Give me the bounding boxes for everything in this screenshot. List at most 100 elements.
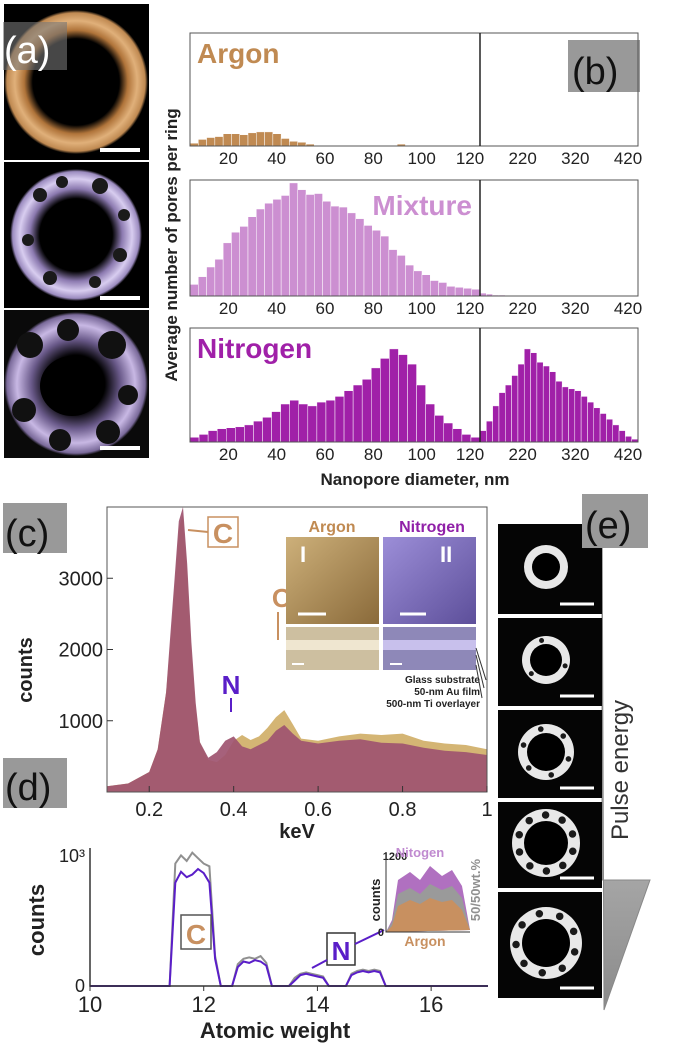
histogram-bar xyxy=(189,437,200,443)
pore xyxy=(548,772,555,778)
histogram-bar xyxy=(231,231,240,297)
pore xyxy=(515,848,524,856)
histogram-bar xyxy=(618,430,626,443)
series-label-nitrogen: Nitrogen xyxy=(197,333,312,364)
histogram-bar xyxy=(625,436,632,443)
ring-sequence xyxy=(498,524,602,998)
histogram-bar xyxy=(272,199,282,297)
pore xyxy=(518,921,526,929)
x-tick-label: 0.4 xyxy=(220,799,248,821)
pore xyxy=(528,671,534,677)
histogram-bar xyxy=(549,371,557,443)
histogram-bar xyxy=(207,430,218,443)
pore xyxy=(555,912,564,921)
histogram-bar xyxy=(388,249,398,297)
histogram-bar xyxy=(330,205,340,297)
series-label-mixture: Mixture xyxy=(372,190,472,221)
histogram-bar xyxy=(454,287,464,297)
histogram-bar xyxy=(561,386,569,443)
histogram-bar xyxy=(322,201,332,297)
histogram-bar xyxy=(471,288,481,297)
histogram-bar xyxy=(542,365,550,443)
histogram-bar xyxy=(247,216,257,297)
histogram-bar xyxy=(479,430,487,443)
histogram-bar xyxy=(334,396,345,443)
histogram-bar xyxy=(244,424,254,443)
histogram-bar xyxy=(262,417,272,443)
pore xyxy=(568,830,577,838)
histogram-bar xyxy=(216,428,227,443)
ring-mixture xyxy=(10,169,142,301)
histogram-bar xyxy=(325,399,336,443)
histogram-bar xyxy=(555,380,563,443)
pore xyxy=(558,964,567,972)
histogram-frame xyxy=(189,179,639,297)
histogram-bar xyxy=(247,132,257,147)
x-tick-label: 100 xyxy=(407,299,435,318)
histogram-frame xyxy=(189,32,639,147)
histogram-bar xyxy=(264,202,274,297)
histogram-bar xyxy=(352,384,363,443)
histogram-bar xyxy=(297,189,307,297)
histogram-bar xyxy=(239,134,249,147)
x-tick-label: 60 xyxy=(316,445,335,464)
histogram-bar xyxy=(198,276,207,297)
pore xyxy=(559,861,567,870)
histogram-bar xyxy=(434,415,444,443)
y-tick-label-top: 10³ xyxy=(59,846,85,866)
x-tick-label: 12 xyxy=(191,992,215,1017)
x-tick-label: 1 xyxy=(481,799,492,821)
histogram-bar xyxy=(396,255,406,297)
layer-label-0: Glass substrate xyxy=(405,675,480,686)
histogram-bar xyxy=(307,405,318,443)
peak-arrow-c xyxy=(187,529,209,533)
x-tick-label: 120 xyxy=(456,445,484,464)
x-axis-label-c: keV xyxy=(279,821,315,843)
y-tick-label: 2000 xyxy=(59,640,104,662)
histogram-bar xyxy=(407,363,417,443)
histogram-bar xyxy=(470,437,481,443)
x-tick-label: 320 xyxy=(561,299,589,318)
x-tick-label: 60 xyxy=(316,299,335,318)
peak-label-n: N xyxy=(222,670,241,700)
histogram-bar xyxy=(338,206,348,297)
histogram-bar xyxy=(593,407,601,443)
histogram-bar xyxy=(343,390,354,443)
x-tick-label: 40 xyxy=(267,299,286,318)
x-axis-label-b: Nanopore diameter, nm xyxy=(321,470,510,489)
x-tick-label: 10 xyxy=(78,992,102,1017)
pore xyxy=(537,726,544,732)
histogram-bar xyxy=(580,396,588,443)
histogram-bar xyxy=(271,411,281,443)
inset-label-nitogen: Nitogen xyxy=(396,845,444,860)
histogram-bar xyxy=(505,384,512,443)
pulse-energy-label: Pulse energy xyxy=(607,700,634,840)
ring-hole xyxy=(530,644,562,676)
pore xyxy=(526,862,534,870)
pore xyxy=(525,816,533,825)
panel-label-e: (e) xyxy=(585,505,631,547)
pore xyxy=(525,765,532,771)
histogram-frame xyxy=(189,327,639,443)
y-axis-label-b: Average number of pores per ring xyxy=(162,108,181,381)
histogram-bar xyxy=(214,136,224,147)
pore xyxy=(562,663,568,669)
ring-hole xyxy=(524,821,568,865)
histogram-bar xyxy=(235,426,245,443)
histogram-bar xyxy=(363,225,373,297)
histogram-bar xyxy=(231,133,240,147)
x-tick-label: 0.8 xyxy=(389,799,417,821)
y-tick-label: 3000 xyxy=(59,568,104,590)
pore xyxy=(520,959,528,968)
histogram-bar xyxy=(612,424,620,443)
histogram-bar xyxy=(380,358,390,443)
histogram-bar xyxy=(606,418,613,443)
panel-label-d: (d) xyxy=(5,767,51,809)
layer-label-1: 50-nm Au film xyxy=(414,687,480,698)
histogram-bar xyxy=(226,427,236,443)
histogram-bar xyxy=(305,194,315,297)
panel-e: (e) Pulse energy xyxy=(498,494,651,1011)
histogram-bar xyxy=(206,266,216,297)
